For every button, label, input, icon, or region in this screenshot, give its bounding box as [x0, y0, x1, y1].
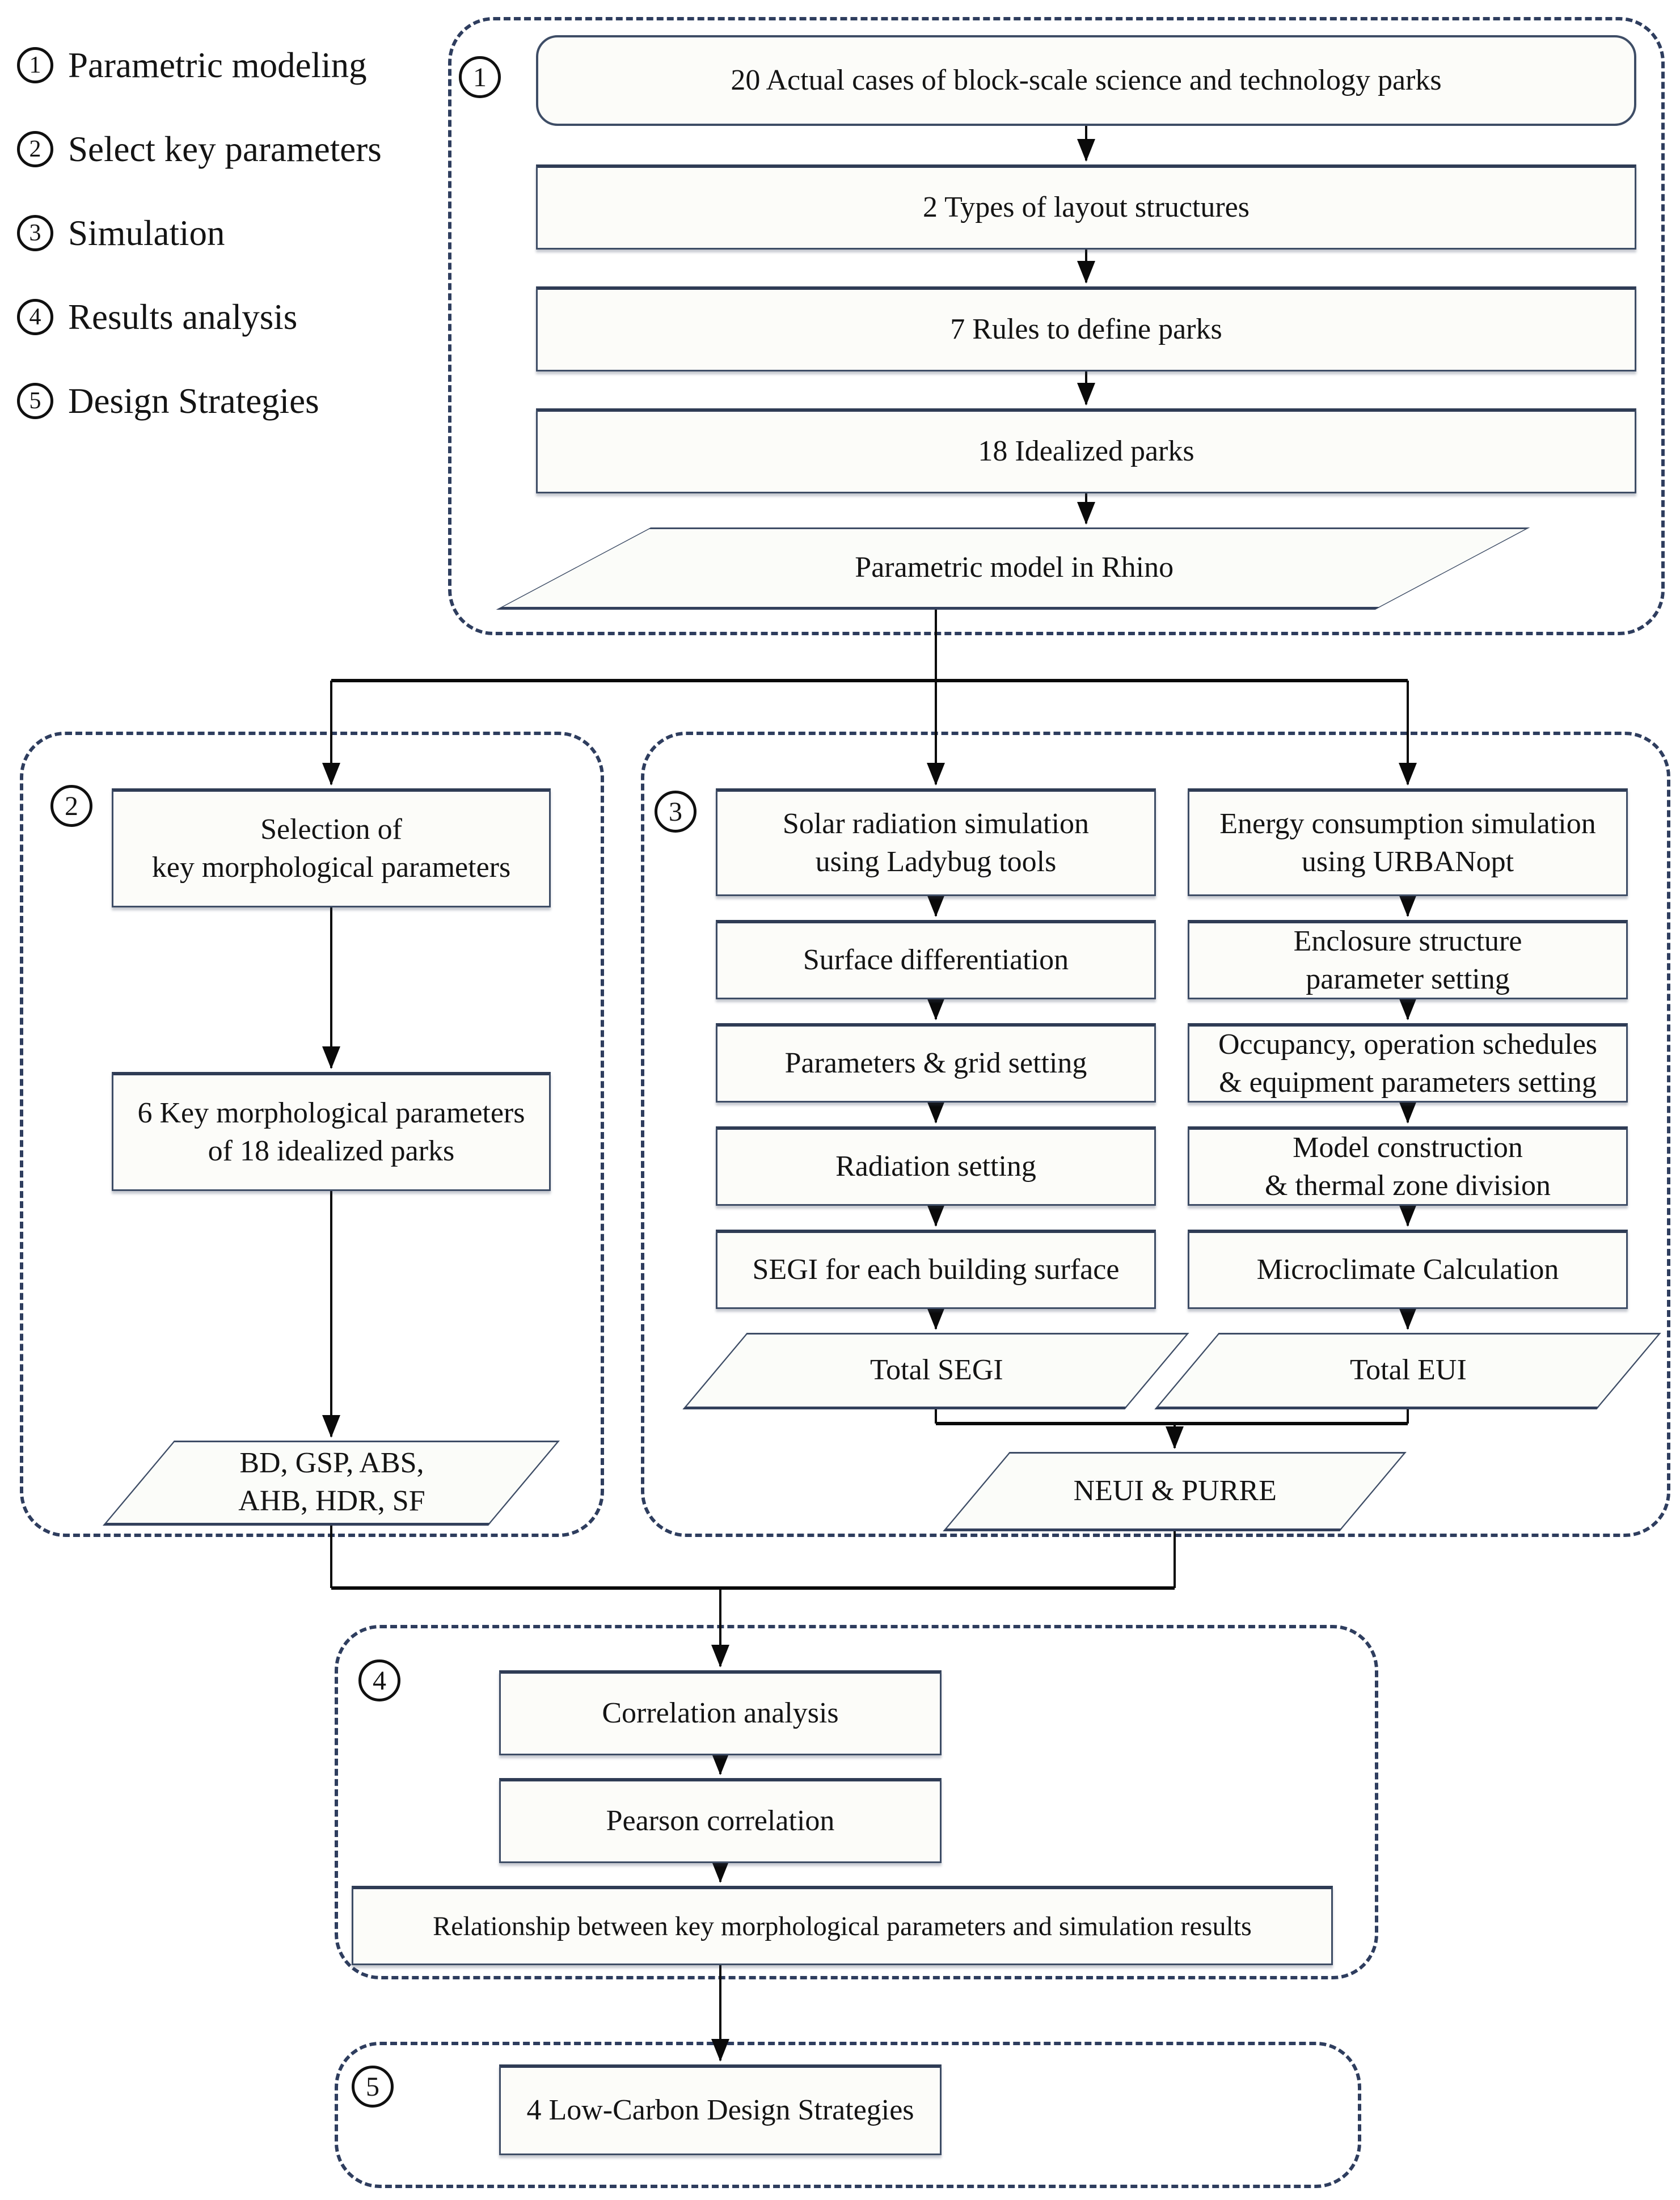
step-segi-each-surface: SEGI for each building surface [716, 1230, 1156, 1309]
step-actual-cases: 20 Actual cases of block-scale science a… [536, 35, 1636, 126]
step-model-construction-thermal-zone: Model construction & thermal zone divisi… [1188, 1126, 1628, 1206]
output-label: BD, GSP, ABS, AHB, HDR, SF [238, 1447, 425, 1517]
step-energy-consumption-simulation: Energy consumption simulation using URBA… [1188, 788, 1628, 896]
legend-item-parametric-modeling: 1 Parametric modeling [17, 45, 367, 85]
section-1-badge-icon: 1 [459, 56, 501, 98]
section-design-strategies [335, 2042, 1361, 2188]
section-2-badge-icon: 2 [50, 785, 92, 827]
step-relationship-results: Relationship between key morphological p… [352, 1886, 1333, 1965]
step-solar-radiation-simulation: Solar radiation simulation using Ladybug… [716, 788, 1156, 896]
legend-label: Simulation [68, 213, 225, 253]
legend-item-results-analysis: 4 Results analysis [17, 297, 298, 337]
section-4-badge-icon: 4 [358, 1659, 400, 1701]
output-label: Total EUI [1349, 1354, 1467, 1387]
section-select-key-parameters [20, 732, 604, 1537]
step-microclimate-calculation: Microclimate Calculation [1188, 1230, 1628, 1309]
section-3-badge-icon: 3 [655, 791, 697, 833]
step-radiation-setting: Radiation setting [716, 1126, 1156, 1206]
legend-item-select-key-parameters: 2 Select key parameters [17, 129, 382, 169]
section-5-badge-icon: 5 [352, 2066, 394, 2108]
step-enclosure-structure-setting: Enclosure structure parameter setting [1188, 920, 1628, 999]
circled-number-3-icon: 3 [17, 215, 53, 251]
output-neui-purre: NEUI & PURRE [943, 1452, 1407, 1531]
step-layout-structures: 2 Types of layout structures [536, 164, 1636, 250]
legend-label: Results analysis [68, 297, 298, 337]
output-morphological-parameter-codes: BD, GSP, ABS, AHB, HDR, SF [103, 1441, 560, 1526]
legend-item-simulation: 3 Simulation [17, 213, 225, 253]
step-rules-define-parks: 7 Rules to define parks [536, 286, 1636, 371]
output-total-segi: Total SEGI [682, 1333, 1189, 1409]
circled-number-1-icon: 1 [17, 47, 53, 83]
step-selection-key-parameters: Selection of key morphological parameter… [112, 788, 551, 907]
step-idealized-parks: 18 Idealized parks [536, 408, 1636, 493]
output-parametric-model-rhino: Parametric model in Rhino [496, 527, 1530, 610]
circled-number-4-icon: 4 [17, 299, 53, 335]
step-parameters-grid-setting: Parameters & grid setting [716, 1023, 1156, 1103]
output-total-eui: Total EUI [1154, 1333, 1661, 1409]
section-simulation [641, 732, 1670, 1537]
legend-label: Select key parameters [68, 129, 382, 169]
output-label: Parametric model in Rhino [855, 551, 1174, 584]
step-low-carbon-strategies: 4 Low-Carbon Design Strategies [499, 2064, 942, 2155]
circled-number-2-icon: 2 [17, 131, 53, 167]
section-parametric-modeling [448, 17, 1665, 635]
step-correlation-analysis: Correlation analysis [499, 1670, 942, 1755]
step-six-key-parameters: 6 Key morphological parameters of 18 ide… [112, 1072, 551, 1191]
section-results-analysis [335, 1625, 1378, 1979]
output-label: NEUI & PURRE [1073, 1474, 1277, 1507]
step-surface-differentiation: Surface differentiation [716, 920, 1156, 999]
legend-label: Design Strategies [68, 381, 319, 421]
legend-label: Parametric modeling [68, 45, 367, 85]
legend-item-design-strategies: 5 Design Strategies [17, 381, 319, 421]
step-pearson-correlation: Pearson correlation [499, 1778, 942, 1863]
output-label: Total SEGI [869, 1354, 1003, 1387]
step-occupancy-schedules-setting: Occupancy, operation schedules & equipme… [1188, 1023, 1628, 1103]
circled-number-5-icon: 5 [17, 383, 53, 419]
